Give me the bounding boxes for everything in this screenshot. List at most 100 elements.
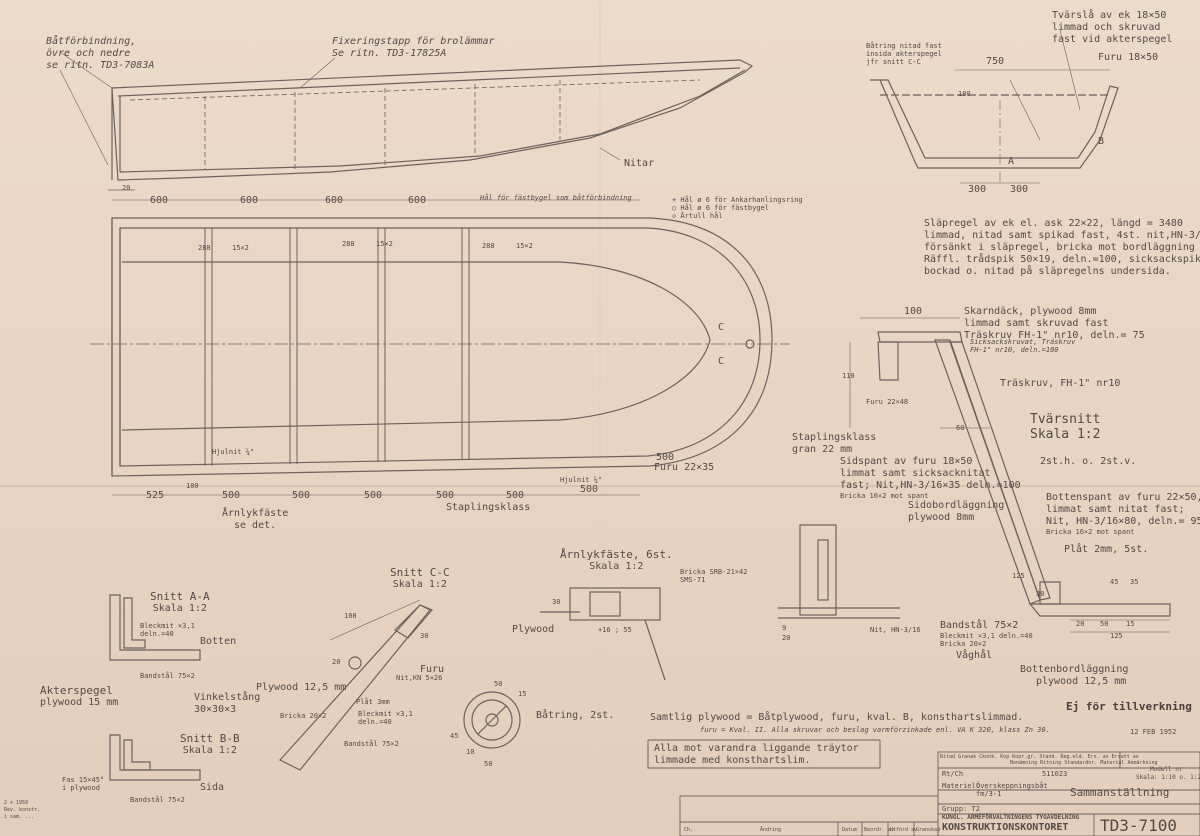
dimension-label: 9 bbox=[782, 624, 787, 632]
bottenspant-note: Bottenspant av furu 22×50, 4st. limmat s… bbox=[1046, 492, 1200, 536]
header-cell: Anmärkning bbox=[1127, 760, 1158, 766]
note-line: Bottenbordläggning bbox=[1020, 664, 1129, 675]
section-cc-bleck: Bleckmit ×3,1 deln.=40 bbox=[358, 710, 413, 726]
note-line: Sidspant av furu 18×50 bbox=[840, 456, 973, 467]
note-line: Fixeringstapp för brolämmar bbox=[332, 36, 495, 47]
dimension-label: 500 bbox=[656, 452, 675, 463]
note-line: Bricka 16×2 mot spant bbox=[1046, 528, 1135, 536]
dimension-label: 288 bbox=[342, 240, 355, 248]
note-line: Bleckmit ×3,1 deln.=40 bbox=[940, 632, 1033, 640]
stamp-date: 12 FEB 1952 bbox=[1130, 728, 1177, 736]
dimension-label: 750 bbox=[986, 56, 1005, 67]
dimension-label: 125 bbox=[1110, 632, 1123, 640]
dimension-label: 60 bbox=[956, 424, 965, 432]
header-cell: Ckonk. bbox=[979, 754, 998, 760]
stern-section-view bbox=[870, 29, 1119, 184]
title-line: Snitt B-B bbox=[180, 732, 240, 745]
bottenbord-note: Bottenbordläggning plywood 12,5 mm bbox=[1020, 664, 1128, 688]
section-bb-title: Snitt B-B Skala 1:2 bbox=[180, 732, 240, 757]
note-line: i sam. ... bbox=[4, 814, 35, 820]
note-line: 30×30×3 bbox=[194, 704, 237, 715]
furu-label: Furu 18×50 bbox=[1098, 52, 1159, 63]
note-line: Bandstål 75×2 bbox=[940, 620, 1019, 631]
dimension-label: 30 bbox=[552, 598, 561, 606]
reg-value: 511023 bbox=[1042, 770, 1068, 778]
note-line: i plywood bbox=[62, 784, 100, 792]
dimension-label: 600 bbox=[150, 195, 169, 206]
group-label: Grupp: T2 bbox=[942, 805, 980, 813]
label-line: se det. bbox=[234, 520, 277, 531]
dimension-label: 20 bbox=[782, 634, 791, 642]
dimension-label: 500 bbox=[364, 490, 383, 501]
dimension-label: 20 bbox=[1076, 620, 1085, 628]
note-line: limmade med konsthartslim. bbox=[654, 755, 811, 766]
header-cell: Kopr.gr. bbox=[1012, 754, 1037, 760]
dimension-label: 500 bbox=[506, 490, 525, 501]
dimension-label: 500 bbox=[580, 484, 599, 495]
model-label: Modell nr bbox=[1150, 766, 1183, 773]
section-mark: C bbox=[718, 356, 725, 367]
dimension-label: 100 bbox=[344, 612, 357, 620]
rev-col: Granskad bbox=[916, 827, 941, 833]
bandstal-label: Bandstål 75×2 bbox=[344, 740, 399, 748]
batring-label: Båtring, 2st. bbox=[536, 710, 615, 721]
note-line: FH-1" nr10, deln.=100 bbox=[970, 346, 1059, 354]
note-line: Rev. konstr. bbox=[4, 807, 41, 813]
note-line: limmat samt sicksacknitat bbox=[840, 468, 991, 479]
legend-item: + Hål ø 6 för Ankarhanlingsring bbox=[672, 196, 803, 204]
dimension-label: 50 bbox=[494, 680, 503, 688]
vaghal-label: Våghål bbox=[956, 650, 993, 661]
sidobord-note: Sidobordläggning plywood 8mm bbox=[908, 500, 1004, 524]
dimension-label: 100 bbox=[904, 306, 923, 317]
note-line: Skarndäck, plywood 8mm bbox=[964, 306, 1097, 317]
title-line: Skala 1:2 bbox=[182, 745, 237, 756]
note-line: bockad o. nitad på släpregelns undersida… bbox=[924, 266, 1171, 277]
drawing-number: TD3-7100 bbox=[1100, 816, 1178, 835]
rev-col: Utförd av bbox=[890, 827, 918, 833]
dimension-label: 50 bbox=[484, 760, 493, 768]
dimension-label: 125 bbox=[1012, 572, 1025, 580]
note-line: limmad och skruvad bbox=[1052, 22, 1161, 33]
note-line: limmad samt skruvad fast bbox=[964, 318, 1109, 329]
traskruv-label: Träskruv, FH-1" nr10 bbox=[1000, 378, 1121, 389]
note-line: Fas 15×45° bbox=[62, 776, 105, 784]
note-line: insida akterspegel bbox=[866, 50, 942, 58]
dimension-label: 500 bbox=[292, 490, 311, 501]
dimension-label: 20 bbox=[122, 184, 131, 192]
cross-section-view bbox=[849, 317, 1171, 633]
dimension-label: 50 bbox=[1100, 620, 1109, 628]
botten-label: Botten bbox=[200, 636, 237, 647]
header-cell: Ritning Standardnr. bbox=[1040, 760, 1098, 766]
rev-col: Ch. bbox=[684, 827, 694, 833]
nit-label: Nit,KN 5×26 bbox=[396, 674, 443, 682]
legend-item: ◇ Årtull hål bbox=[672, 212, 723, 220]
note-line: övre och nedre bbox=[46, 48, 131, 59]
header-cell: Stand. bbox=[1039, 754, 1058, 760]
title-line: Skala 1:2 bbox=[589, 561, 644, 572]
sida-label: Sida bbox=[200, 782, 225, 793]
plat-label: Plåt 2mm, 5st. bbox=[1064, 544, 1149, 555]
cross-section-title: Tvärsnitt Skala 1:2 bbox=[1030, 412, 1100, 442]
material-value: Överskeppningsbåt fm/3-1 bbox=[976, 782, 1048, 798]
note-line: gran 22 mm bbox=[792, 444, 853, 455]
fas-note: Fas 15×45° i plywood bbox=[62, 776, 104, 792]
note-line: Räffl. trådspik 50×19, deln.=100, sicksa… bbox=[924, 254, 1200, 265]
dimension-label: 300 bbox=[968, 184, 987, 195]
header-cell: Material bbox=[1100, 760, 1125, 766]
note-line: Släpregel av ek el. ask 22×22, längd = 3… bbox=[924, 218, 1183, 229]
plan-legend: + Hål ø 6 för Ankarhanlingsring ○ Hål ø … bbox=[672, 196, 803, 220]
note-line: Sicksackskruvat, Träskruv bbox=[970, 338, 1076, 346]
batring-note: Båtring nitad fast insida akterspegel jf… bbox=[866, 42, 942, 66]
legend-item: ○ Hål ø 6 för fästbygel bbox=[672, 204, 769, 212]
hjulnit-label: Hjulnit ¼" bbox=[560, 476, 603, 484]
side-profile-view bbox=[59, 51, 754, 191]
dimension-label: +16 ; 55 bbox=[598, 626, 632, 634]
staplingsklass-note: Staplingsklass gran 22 mm bbox=[792, 432, 876, 456]
section-cc-view bbox=[279, 599, 433, 771]
note-line: Bricka 20×2 bbox=[940, 640, 987, 648]
dimension-label: 10 bbox=[466, 748, 475, 756]
section-aa-title: Snitt A-A Skala 1:2 bbox=[150, 590, 210, 615]
section-bb-view bbox=[109, 734, 201, 781]
furu-label: Furu bbox=[420, 664, 445, 675]
arnlyk-label: Årnlykfäste se det. bbox=[222, 508, 288, 532]
